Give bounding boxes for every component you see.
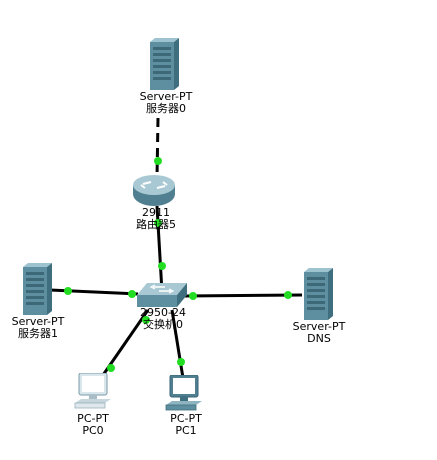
router-icon — [133, 175, 175, 206]
dns-type: Server-PT — [292, 320, 346, 333]
switch0-device[interactable] — [137, 283, 187, 313]
port-light — [177, 358, 185, 366]
switch-icon — [137, 283, 187, 307]
port-light — [158, 262, 166, 270]
pc0-type: PC-PT — [77, 412, 109, 425]
server1-device[interactable] — [20, 263, 54, 319]
link-server1-switch0[interactable] — [49, 288, 139, 296]
pc-icon — [74, 372, 111, 409]
link-switch0-dns[interactable] — [183, 293, 303, 298]
server0-type: Server-PT — [139, 90, 193, 103]
port-light — [107, 364, 115, 372]
port-light — [128, 290, 136, 298]
pc-icon — [165, 374, 202, 411]
pc0-label: PC-PT PC0 — [77, 413, 109, 437]
link-server0-router5[interactable] — [155, 117, 160, 179]
port-light — [64, 287, 72, 295]
port-light — [284, 291, 292, 299]
port-light — [154, 157, 162, 165]
pc1-label: PC-PT PC1 — [170, 413, 202, 437]
port-light — [154, 219, 162, 227]
server0-device[interactable] — [147, 38, 181, 94]
dns-name: DNS — [307, 332, 331, 345]
router5-device[interactable] — [131, 172, 179, 212]
pc1-name: PC1 — [175, 424, 197, 437]
pc0-name: PC0 — [82, 424, 104, 437]
link-switch0-pc1[interactable] — [170, 309, 185, 379]
server-icon — [304, 268, 333, 320]
server-icon — [23, 263, 52, 315]
pc1-device[interactable] — [164, 374, 204, 417]
dns-label: Server-PT DNS — [293, 321, 346, 345]
router5-type: 2911 — [142, 206, 170, 219]
server1-label: Server-PT 服务器1 — [12, 316, 65, 340]
router5-name: 路由器5 — [136, 218, 176, 231]
server1-type: Server-PT — [11, 315, 65, 328]
switch0-type: 2950-24 — [140, 306, 186, 319]
server0-name: 服务器0 — [145, 102, 186, 115]
server0-label: Server-PT 服务器0 — [140, 91, 193, 115]
switch0-label: 2950-24 交换机0 — [140, 307, 186, 331]
switch0-name: 交换机0 — [143, 318, 183, 331]
router5-label: 2911 路由器5 — [136, 207, 176, 231]
pc1-type: PC-PT — [170, 412, 202, 425]
dns-server-device[interactable] — [301, 268, 335, 324]
port-light — [142, 316, 150, 324]
server-icon — [150, 38, 179, 90]
server1-name: 服务器1 — [17, 327, 58, 340]
port-light — [189, 292, 197, 300]
pc0-device[interactable] — [73, 372, 113, 415]
